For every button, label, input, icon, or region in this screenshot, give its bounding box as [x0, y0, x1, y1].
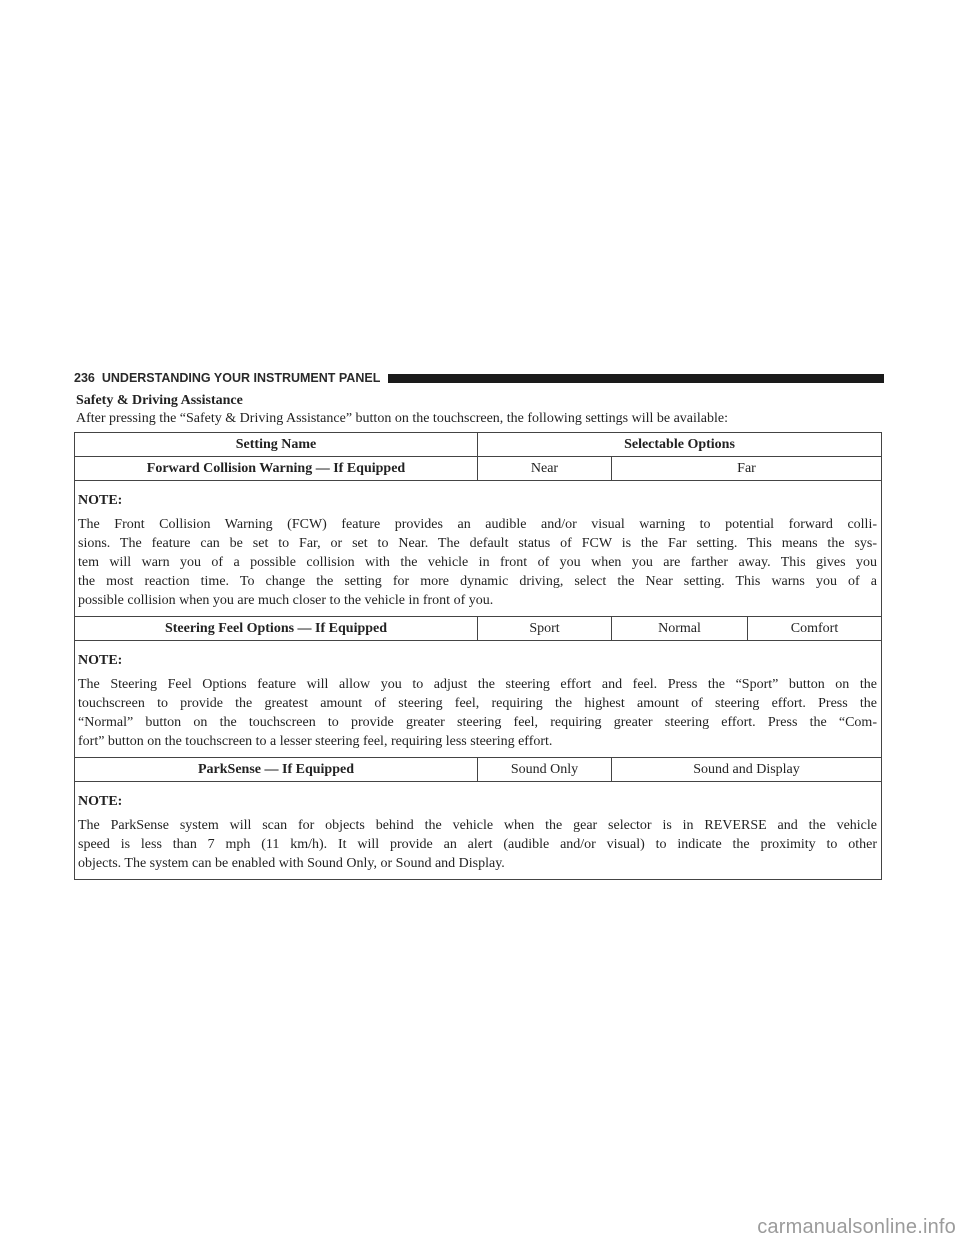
- page-header: 236 UNDERSTANDING YOUR INSTRUMENT PANEL: [74, 370, 884, 386]
- note-heading: NOTE:: [78, 493, 123, 508]
- settings-table: Setting Name Selectable Options Forward …: [74, 432, 882, 880]
- note-row: NOTE: The ParkSense system will scan for…: [74, 781, 882, 880]
- note-line: speed is less than 7 mph (11 km/h). It w…: [78, 837, 877, 852]
- note-line: the most reaction time. To change the se…: [78, 574, 877, 589]
- note-heading: NOTE:: [78, 653, 123, 668]
- note-row: NOTE: The Steering Feel Options feature …: [74, 640, 882, 758]
- option-sound-only: Sound Only: [477, 757, 612, 782]
- table-row: Steering Feel Options — If Equipped Spor…: [74, 616, 882, 641]
- note-steering-feel: NOTE: The Steering Feel Options feature …: [74, 640, 882, 758]
- column-header-selectable-options: Selectable Options: [477, 432, 882, 457]
- setting-name-steering-feel: Steering Feel Options — If Equipped: [74, 616, 478, 641]
- note-heading: NOTE:: [78, 794, 123, 809]
- header-rule: [388, 373, 884, 383]
- setting-name-parksense: ParkSense — If Equipped: [74, 757, 478, 782]
- note-line: sions. The feature can be set to Far, or…: [78, 536, 877, 551]
- note-line: fort” button on the touchscreen to a les…: [78, 734, 553, 749]
- note-line: tem will warn you of a possible collisio…: [78, 555, 877, 570]
- table-row: ParkSense — If Equipped Sound Only Sound…: [74, 757, 882, 782]
- note-line: The Steering Feel Options feature will a…: [78, 677, 877, 692]
- option-far: Far: [611, 456, 882, 481]
- table-row: Forward Collision Warning — If Equipped …: [74, 456, 882, 481]
- note-parksense: NOTE: The ParkSense system will scan for…: [74, 781, 882, 880]
- watermark: carmanualsonline.info: [757, 1216, 956, 1238]
- note-fcw: NOTE: The Front Collision Warning (FCW) …: [74, 480, 882, 617]
- note-line: possible collision when you are much clo…: [78, 593, 494, 608]
- column-header-setting-name: Setting Name: [74, 432, 478, 457]
- option-comfort: Comfort: [747, 616, 882, 641]
- page-number: 236: [74, 371, 95, 385]
- option-sport: Sport: [477, 616, 612, 641]
- section-title: Safety & Driving Assistance: [76, 393, 243, 408]
- note-row: NOTE: The Front Collision Warning (FCW) …: [74, 480, 882, 617]
- table-header-row: Setting Name Selectable Options: [74, 432, 882, 457]
- option-near: Near: [477, 456, 612, 481]
- note-line: The ParkSense system will scan for objec…: [78, 818, 877, 833]
- option-normal: Normal: [611, 616, 748, 641]
- note-line: The Front Collision Warning (FCW) featur…: [78, 517, 877, 532]
- note-line: “Normal” button on the touchscreen to pr…: [78, 715, 877, 730]
- note-line: touchscreen to provide the greatest amou…: [78, 696, 877, 711]
- setting-name-fcw: Forward Collision Warning — If Equipped: [74, 456, 478, 481]
- intro-paragraph: After pressing the “Safety & Driving Ass…: [76, 411, 729, 426]
- option-sound-and-display: Sound and Display: [611, 757, 882, 782]
- running-header-title: UNDERSTANDING YOUR INSTRUMENT PANEL: [101, 371, 381, 385]
- note-line: objects. The system can be enabled with …: [78, 856, 505, 871]
